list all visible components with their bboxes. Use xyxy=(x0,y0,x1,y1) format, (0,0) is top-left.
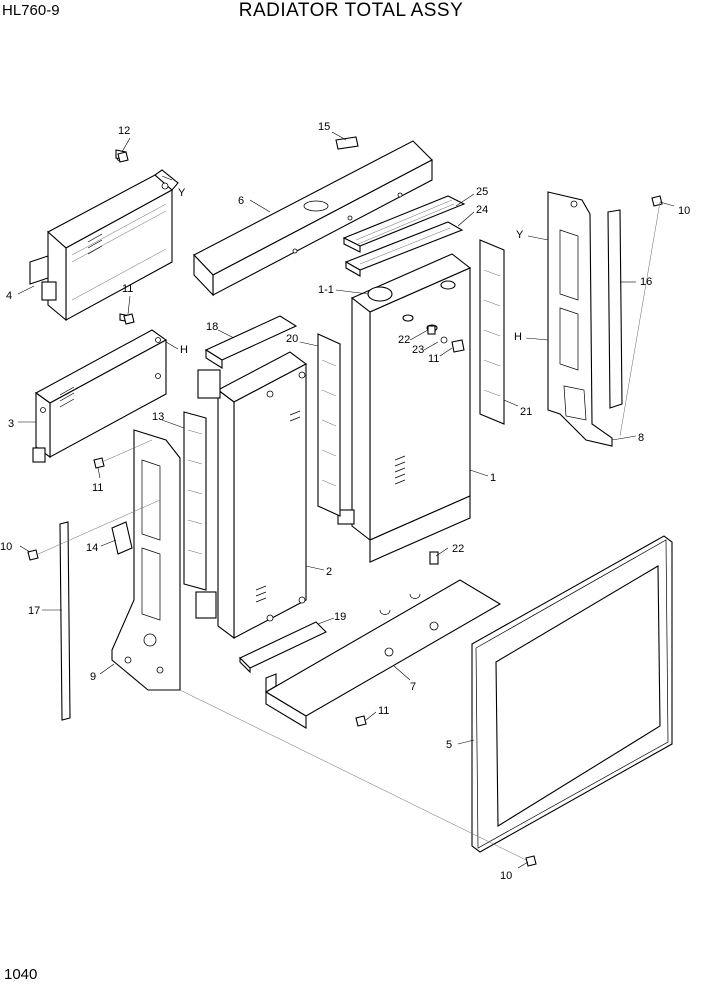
callout-8: 8 xyxy=(638,432,644,444)
callout-11-right: 11 xyxy=(428,353,439,365)
callout-ref-y-left: Y xyxy=(178,187,186,199)
callout-25: 25 xyxy=(476,186,488,198)
callout-16: 16 xyxy=(640,276,652,288)
callout-13: 13 xyxy=(152,411,164,423)
callout-labels: 12 Y 4 11 H 3 11 13 14 10 17 9 6 15 18 2… xyxy=(0,121,690,882)
callout-3: 3 xyxy=(8,418,14,430)
callout-11-top: 11 xyxy=(122,283,133,295)
callout-23: 23 xyxy=(412,344,424,356)
callout-22-bottom: 22 xyxy=(452,543,464,555)
model-number: HL760-9 xyxy=(2,2,60,19)
callout-7: 7 xyxy=(410,681,416,693)
callout-1-1: 1-1 xyxy=(318,284,334,296)
callout-4: 4 xyxy=(6,290,12,302)
callout-17: 17 xyxy=(28,605,40,617)
alignment-lines xyxy=(35,201,661,861)
callout-ref-y-right: Y xyxy=(516,229,524,241)
seal-strip-parts xyxy=(342,195,466,277)
radiator-part xyxy=(337,253,472,563)
oil-cooler-part xyxy=(29,149,179,322)
leader-lines xyxy=(17,131,675,869)
callout-ref-h-left: H xyxy=(180,344,188,356)
callout-12: 12 xyxy=(118,125,130,137)
callout-24: 24 xyxy=(476,204,488,216)
right-bracket-part xyxy=(547,191,613,447)
foam-strip-parts xyxy=(204,315,327,674)
callout-10-right: 10 xyxy=(678,205,690,217)
left-strip-part xyxy=(59,521,71,721)
bottom-support-part xyxy=(264,579,502,729)
callout-11-bottom: 11 xyxy=(378,705,389,717)
screen-parts xyxy=(183,239,505,591)
top-cover-part xyxy=(193,136,433,297)
callout-20: 20 xyxy=(286,333,298,345)
callout-2: 2 xyxy=(326,566,332,578)
page-title: RADIATOR TOTAL ASSY xyxy=(238,0,464,21)
callout-15: 15 xyxy=(318,121,330,133)
callout-21: 21 xyxy=(520,406,532,418)
intercooler-part xyxy=(195,351,308,640)
callout-11-mid: 11 xyxy=(92,482,103,494)
left-bracket-part xyxy=(111,429,181,691)
callout-22-top: 22 xyxy=(398,334,410,346)
callout-10-left: 10 xyxy=(0,541,12,553)
callout-ref-h-right: H xyxy=(514,331,522,343)
cooler-core-part xyxy=(32,313,168,463)
clip-part xyxy=(111,521,133,555)
bolt-parts xyxy=(27,151,663,867)
right-strip-part xyxy=(607,209,623,409)
callout-1: 1 xyxy=(490,472,496,484)
callout-10-bottom: 10 xyxy=(500,870,512,882)
page-number: 1040 xyxy=(4,966,38,983)
callout-14: 14 xyxy=(86,542,98,554)
callout-19: 19 xyxy=(334,611,346,623)
callout-5: 5 xyxy=(446,739,452,751)
shroud-frame-part xyxy=(471,535,673,853)
callout-18: 18 xyxy=(206,321,218,333)
callout-9: 9 xyxy=(90,671,96,683)
callout-6: 6 xyxy=(238,195,244,207)
